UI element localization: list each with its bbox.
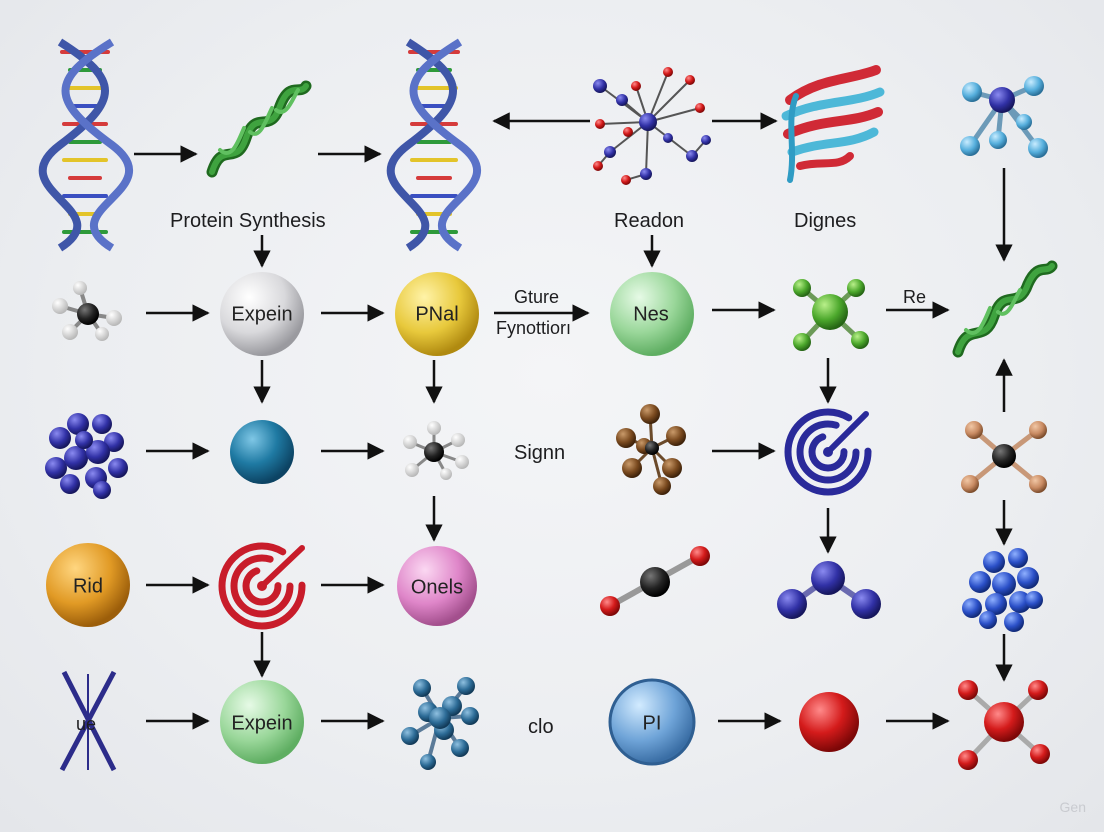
molecular-cluster-icon (616, 404, 686, 495)
nes-node: Nes (610, 272, 694, 356)
label-dignes: Dignes (794, 210, 856, 232)
spiral-target-icon (784, 408, 872, 496)
label-readon: Readon (614, 210, 684, 232)
label-signn: Signn (514, 442, 565, 464)
label-re: Re (903, 287, 926, 307)
molecular-cluster-icon (401, 677, 479, 770)
pi-label: PI (643, 712, 662, 734)
molecule-icon (793, 279, 869, 351)
expein-label: Expein (231, 303, 292, 325)
nes-label: Nes (633, 303, 669, 325)
arrow (134, 112, 1013, 262)
rid-node: Rid (46, 543, 130, 627)
label-ue: ue (76, 714, 96, 734)
label-clo: clo (528, 716, 554, 738)
dna-helix-icon (38, 38, 133, 252)
molecule-icon (403, 421, 469, 480)
expein-label: Expein (231, 712, 292, 734)
molecule-icon (961, 421, 1047, 493)
onels-label: Onels (411, 576, 463, 598)
crossed-strands-icon (59, 670, 117, 772)
arrow (146, 576, 1013, 682)
protein-helix-icon (206, 80, 312, 178)
teal-sphere-node (230, 420, 294, 484)
label-protein-synthesis: Protein Synthesis (170, 210, 326, 232)
arrow (146, 301, 1013, 412)
molecule-icon (600, 546, 710, 616)
dna-helix-icon (386, 38, 481, 252)
watermark: Gen (1060, 799, 1086, 815)
spiral-target-icon (218, 542, 306, 630)
molecule-icon (52, 281, 122, 341)
arrow (253, 235, 661, 268)
arrow (146, 442, 1013, 554)
molecular-cluster-icon (962, 548, 1043, 632)
molecule-icon (777, 561, 881, 619)
pnal-label: PNal (415, 303, 458, 325)
protein-helix-icon (952, 260, 1058, 358)
label-fynottion: Fynottiorı (496, 318, 571, 338)
expein-node: Expein (220, 272, 304, 356)
ribbon-protein-icon (781, 65, 885, 183)
molecular-network-icon (593, 67, 711, 185)
red-sphere-node (799, 692, 859, 752)
molecule-icon (960, 76, 1048, 158)
label-gture: Gture (514, 287, 559, 307)
expein-node: Expein (220, 680, 304, 764)
rid-label: Rid (73, 575, 103, 597)
pnal-node: PNal (395, 272, 479, 356)
molecule-icon (958, 680, 1050, 770)
molecular-cluster-icon (45, 413, 128, 499)
onels-node: Onels (397, 546, 477, 626)
pi-node: PI (608, 678, 696, 766)
